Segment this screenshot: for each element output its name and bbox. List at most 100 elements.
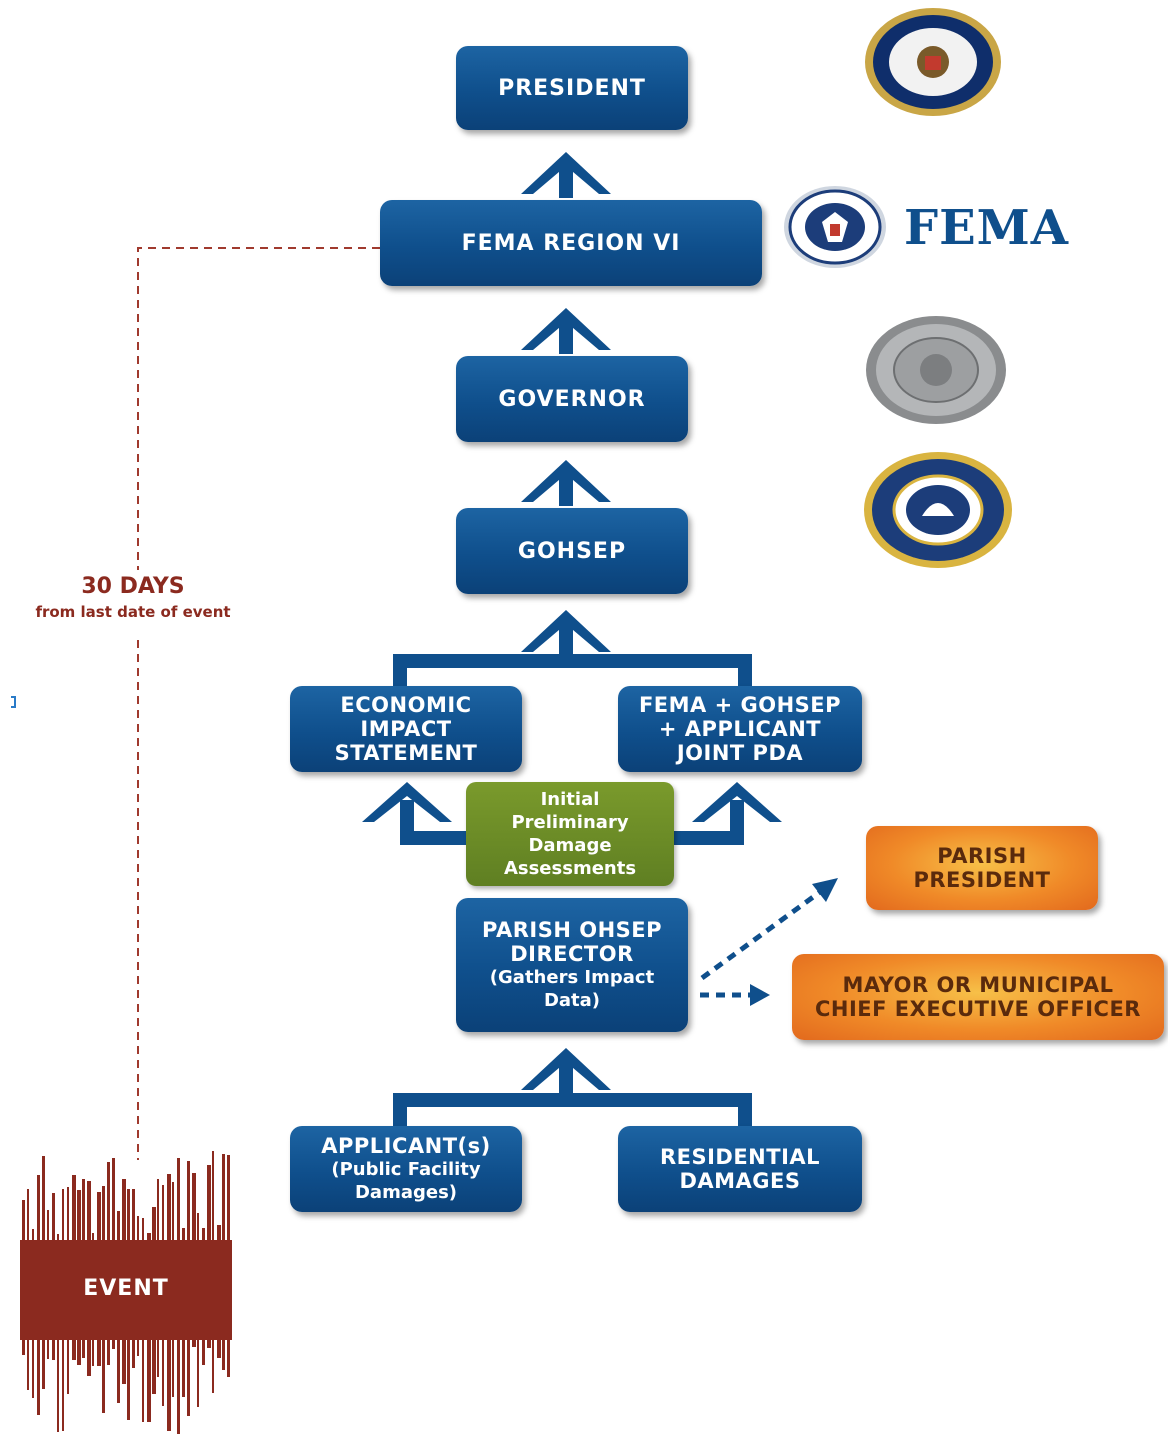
timeline-days-note: from last date of event — [35, 603, 231, 621]
arrow-pda-to-eis — [362, 782, 470, 845]
event-bar — [22, 1200, 25, 1355]
event-bar — [82, 1179, 85, 1358]
residential-line: DAMAGES — [679, 1169, 801, 1193]
event-bar — [157, 1179, 159, 1377]
joint-pda-box: FEMA + GOHSEP + APPLICANT JOINT PDA — [618, 686, 862, 772]
event-bar — [132, 1189, 135, 1368]
initial-pda-line: Preliminary — [511, 812, 629, 833]
louisiana-seal-icon — [866, 316, 1006, 424]
event-bar — [147, 1233, 151, 1422]
event-bar — [212, 1151, 214, 1393]
president-box: PRESIDENT — [456, 46, 688, 130]
timeline-dashed-line — [137, 247, 380, 1160]
parish-ohsep-box: PARISH OHSEP DIRECTOR (Gathers Impact Da… — [456, 898, 688, 1032]
parish-ohsep-line: Data) — [543, 990, 601, 1011]
initial-pda-line: Initial — [540, 789, 600, 810]
arrow-damages-to-ohsep — [521, 1048, 611, 1094]
event-bar — [57, 1234, 59, 1432]
event-bar — [47, 1210, 49, 1359]
governor-box: GOVERNOR — [456, 356, 688, 442]
event-bar — [127, 1189, 130, 1420]
event-bar — [202, 1228, 205, 1365]
applicants-line: Damages) — [354, 1182, 458, 1203]
bracket-bottom — [393, 1093, 752, 1128]
economic-impact-box: ECONOMIC IMPACT STATEMENT — [290, 686, 522, 772]
event-bar — [122, 1179, 126, 1384]
event-bar — [187, 1161, 190, 1416]
fema-region-label: FEMA REGION VI — [461, 230, 681, 256]
event-bar — [177, 1158, 180, 1434]
gohsep-box: GOHSEP — [456, 508, 688, 594]
initial-pda-line: Damage — [528, 835, 612, 856]
parish-president-box: PARISH PRESIDENT — [866, 826, 1098, 910]
event-bar — [87, 1181, 91, 1376]
event-bar — [227, 1155, 230, 1377]
event-bar — [107, 1162, 110, 1365]
event-bar — [32, 1229, 34, 1398]
mayor-line: CHIEF EXECUTIVE OFFICER — [815, 997, 1141, 1021]
event-bar — [192, 1173, 196, 1347]
event-bar — [52, 1193, 55, 1360]
presidential-seal-icon — [865, 8, 1001, 116]
event-bar — [72, 1175, 76, 1360]
event-bar — [102, 1186, 105, 1413]
gohsep-label: GOHSEP — [517, 538, 627, 564]
small-bracket-mark — [11, 696, 16, 708]
event-bar — [197, 1213, 199, 1407]
event-bar — [162, 1185, 164, 1406]
event-bar — [62, 1189, 64, 1431]
dhs-seal-icon — [784, 186, 886, 268]
joint-pda-line: + APPLICANT — [658, 717, 822, 741]
governor-label: GOVERNOR — [498, 386, 646, 412]
event-graphic — [20, 1151, 232, 1434]
economic-impact-line: IMPACT — [360, 717, 452, 741]
mayor-line: MAYOR OR MUNICIPAL — [842, 973, 1114, 997]
event-bar — [222, 1154, 225, 1370]
gohsep-seal-icon — [864, 452, 1012, 568]
event-bar — [172, 1182, 174, 1397]
bracket-top — [393, 654, 752, 688]
event-bar — [42, 1156, 45, 1389]
event-bar — [27, 1189, 29, 1390]
arrow-pda-to-joint — [672, 782, 782, 845]
event-bar — [167, 1174, 171, 1431]
event-bar — [67, 1187, 69, 1394]
event-bar — [152, 1207, 156, 1394]
dotted-arrow-to-mayor — [700, 984, 770, 1006]
parish-ohsep-line: (Gathers Impact — [489, 967, 655, 988]
initial-pda-line: Assessments — [503, 858, 637, 879]
residential-line: RESIDENTIAL — [659, 1145, 821, 1169]
event-bar — [137, 1216, 139, 1356]
arrow-governor-to-fema — [521, 308, 611, 354]
initial-pda-box: Initial Preliminary Damage Assessments — [466, 782, 674, 886]
event-bar — [37, 1175, 40, 1415]
joint-pda-line: JOINT PDA — [676, 741, 804, 765]
event-bar — [112, 1158, 115, 1349]
event-bar — [97, 1192, 101, 1366]
event-bar — [117, 1211, 120, 1403]
parish-president-line: PRESIDENT — [913, 868, 1051, 892]
event-bar — [92, 1233, 94, 1366]
president-label: PRESIDENT — [498, 75, 646, 101]
dotted-arrow-to-parish-president — [700, 878, 838, 981]
event-bar — [77, 1190, 81, 1365]
event-label: EVENT — [83, 1276, 169, 1301]
economic-impact-line: ECONOMIC — [340, 693, 472, 717]
residential-box: RESIDENTIAL DAMAGES — [618, 1126, 862, 1212]
parish-ohsep-line: PARISH OHSEP — [482, 918, 662, 942]
joint-pda-line: FEMA + GOHSEP — [638, 693, 842, 717]
event-bar — [217, 1225, 221, 1358]
arrow-gohsep-to-governor — [521, 460, 611, 506]
fema-wordmark: FEMA — [904, 200, 1070, 256]
parish-president-line: PARISH — [937, 844, 1027, 868]
arrow-pda-to-gohsep — [521, 610, 611, 656]
fema-region-box: FEMA REGION VI — [380, 200, 762, 286]
event-bar — [142, 1218, 144, 1422]
event-bar — [182, 1228, 185, 1397]
event-bar — [207, 1165, 211, 1348]
arrow-fema-to-president — [521, 152, 611, 198]
applicants-line: (Public Facility — [331, 1159, 481, 1180]
parish-ohsep-line: DIRECTOR — [510, 942, 634, 966]
applicants-box: APPLICANT(s) (Public Facility Damages) — [290, 1126, 522, 1212]
